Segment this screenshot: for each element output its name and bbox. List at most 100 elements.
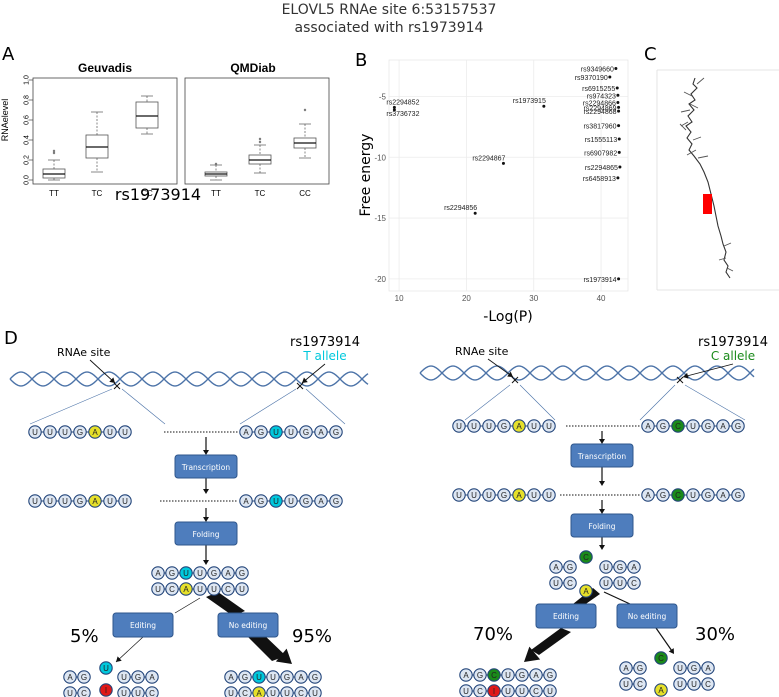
zoom-line bbox=[121, 388, 166, 425]
facet-geuvadis-group-tt: TT bbox=[49, 189, 59, 198]
nucleotide-circle bbox=[497, 488, 511, 502]
nucleotide-bulge: C bbox=[654, 651, 668, 665]
facet-frame-qmdiab bbox=[184, 77, 330, 185]
nucleotide-stem-bottom: U bbox=[459, 684, 473, 697]
nucleotide-rnae-site: U bbox=[452, 488, 466, 502]
nucleotide-circle bbox=[224, 670, 238, 684]
nucleotide-edited-top: U bbox=[117, 670, 131, 684]
nucleotide-letter: G bbox=[735, 491, 741, 500]
nucleotide-letter: U bbox=[228, 689, 234, 697]
x-tick-label: 10 bbox=[395, 294, 404, 303]
nucleotide-letter: U bbox=[531, 491, 537, 500]
nucleotide-circle bbox=[308, 686, 322, 697]
scatter-point-label: rs1973915 bbox=[513, 98, 546, 105]
box-outlier bbox=[52, 151, 56, 155]
nucleotide-letter: A bbox=[155, 569, 161, 578]
nucleotide-rnae-site: U bbox=[43, 494, 57, 508]
nucleotide-circle bbox=[63, 670, 77, 684]
nucleotide-circle bbox=[280, 686, 294, 697]
branch-arrowhead bbox=[668, 648, 674, 654]
nucleotide-circle bbox=[252, 670, 266, 684]
nucleotide-circle bbox=[716, 419, 730, 433]
pointer-arrowhead bbox=[507, 371, 513, 377]
nucleotide-rnae-site: U bbox=[58, 425, 72, 439]
nucleotide-stem-bottom: U bbox=[619, 677, 633, 691]
nucleotide-rnae-site: U bbox=[118, 494, 132, 508]
nucleotide-letter: G bbox=[258, 428, 264, 437]
scatter-point bbox=[392, 105, 396, 109]
nucleotide-stem-top: U bbox=[501, 668, 515, 682]
nucleotide-edited-bottom: U bbox=[63, 686, 77, 697]
nucleotide-stem-bottom: C bbox=[238, 686, 252, 697]
nucleotide-circle bbox=[482, 419, 496, 433]
nucleotide-circle bbox=[641, 419, 655, 433]
nucleotide-circle bbox=[515, 684, 529, 697]
nucleotide-letter: A bbox=[183, 585, 189, 594]
nucleotide-edited-top: A bbox=[63, 670, 77, 684]
nucleotide-snp: G bbox=[299, 494, 313, 508]
ytick-label: 0.0 bbox=[24, 175, 31, 185]
nucleotide-edited-top: A bbox=[145, 670, 159, 684]
nucleotide-letter: G bbox=[333, 497, 339, 506]
nucleotide-stem-top: A bbox=[294, 670, 308, 684]
nucleotide-circle bbox=[284, 494, 298, 508]
nucleotide-circle bbox=[165, 582, 179, 596]
nucleotide-letter: U bbox=[32, 497, 38, 506]
nucleotide-circle bbox=[673, 661, 687, 675]
nucleotide-stem-top: U bbox=[252, 670, 266, 684]
nucleotide-snp: U bbox=[284, 494, 298, 508]
nucleotide-circle bbox=[314, 425, 328, 439]
nucleotide-stem-bottom: U bbox=[687, 677, 701, 691]
branch-arrow-editing bbox=[115, 636, 144, 663]
pointer-arrowhead bbox=[302, 377, 308, 383]
nucleotide-snp: A bbox=[239, 494, 253, 508]
nucleotide-snp: G bbox=[329, 425, 343, 439]
left-editing-box: Editing bbox=[112, 612, 174, 638]
box-outlier bbox=[214, 162, 218, 166]
nucleotide-stem-bottom: U bbox=[280, 686, 294, 697]
scatter-point bbox=[473, 211, 477, 215]
nucleotide-snp: G bbox=[701, 488, 715, 502]
nucleotide-circle bbox=[482, 488, 496, 502]
nucleotide-stem-bottom: C bbox=[627, 576, 641, 590]
dna-helix-left bbox=[9, 371, 369, 387]
structure-frame bbox=[657, 70, 777, 290]
nucleotide-circle bbox=[179, 582, 193, 596]
scatter-xlabel: -Log(P) bbox=[483, 309, 532, 325]
x-marker bbox=[676, 376, 684, 384]
nucleotide-circle bbox=[43, 425, 57, 439]
nucleotide-letter: U bbox=[62, 497, 68, 506]
nucleotide-letter: G bbox=[660, 422, 666, 431]
nucleotide-letter: U bbox=[273, 428, 279, 437]
nucleotide-letter: G bbox=[691, 664, 697, 673]
nucleotide-circle bbox=[671, 419, 685, 433]
nucleotide-letter: U bbox=[284, 689, 290, 697]
nucleotide-letter: U bbox=[47, 497, 53, 506]
nucleotide-snp: A bbox=[239, 425, 253, 439]
nucleotide-circle bbox=[527, 419, 541, 433]
scatter-ylabel: Free energy bbox=[358, 134, 374, 217]
nucleotide-stem-bottom: U bbox=[207, 582, 221, 596]
scatter-point-label: rs6915255 bbox=[582, 86, 615, 93]
nucleotide-letter: U bbox=[546, 422, 552, 431]
nucleotide-letter: U bbox=[47, 428, 53, 437]
nucleotide-snp: A bbox=[641, 419, 655, 433]
nucleotide-circle bbox=[512, 419, 526, 433]
nucleotide-circle bbox=[452, 419, 466, 433]
nucleotide-circle bbox=[619, 661, 633, 675]
svg-text:Editing: Editing bbox=[553, 612, 579, 621]
branch-wedge-no-editing bbox=[206, 592, 245, 616]
nucleotide-letter: C bbox=[477, 687, 483, 696]
nucleotide-letter: C bbox=[637, 680, 643, 689]
nucleotide-letter: U bbox=[270, 689, 276, 697]
nucleotide-circle bbox=[656, 488, 670, 502]
nucleotide-stem-top: U bbox=[673, 661, 687, 675]
dna-strand bbox=[9, 371, 369, 387]
nucleotide-letter: G bbox=[135, 673, 141, 682]
nucleotide-letter: A bbox=[720, 491, 726, 500]
nucleotide-circle bbox=[117, 670, 131, 684]
scatter-point bbox=[617, 105, 621, 109]
scatter-point bbox=[392, 108, 396, 112]
nucleotide-letter: U bbox=[691, 680, 697, 689]
nucleotide-letter: G bbox=[705, 491, 711, 500]
